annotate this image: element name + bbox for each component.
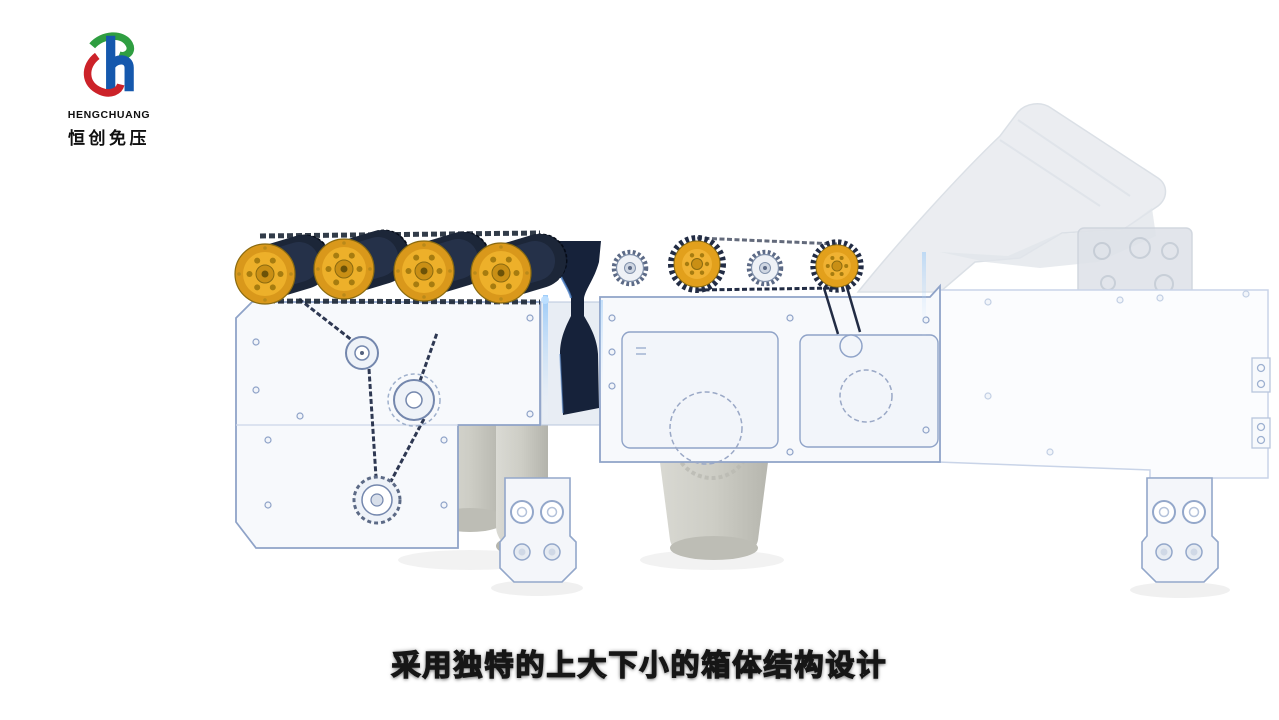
chain-drive [298,297,441,525]
idler-gear-2 [749,252,781,284]
left-deck [235,301,541,549]
brand-logo-icon [83,32,135,97]
idler-gear-1 [614,252,646,284]
brand-logo: HENGCHUANG 恒创免压 [44,24,174,149]
brand-name-en: HENGCHUANG [67,109,151,121]
video-subtitle: 采用独特的上大下小的箱体结构设计 [391,649,888,682]
drive-gear-1 [671,238,723,290]
mounting-foot-left [499,477,577,583]
mounting-foot-right [1141,477,1219,583]
glow-accents [541,252,926,425]
gear-train-belt [696,236,863,358]
brand-name-cn: 恒创免压 [68,129,150,148]
ghost-deck [937,289,1271,479]
drive-gear-2 [813,242,861,290]
right-deck [599,283,941,465]
